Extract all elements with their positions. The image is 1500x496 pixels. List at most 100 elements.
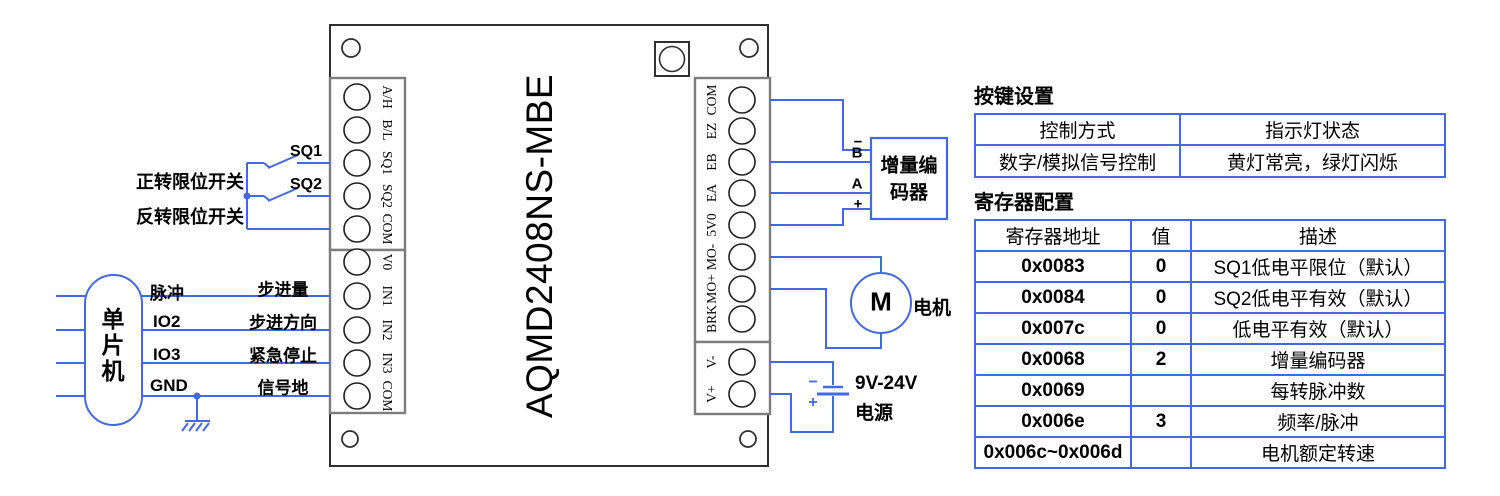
cell-register-value: 3 [1130,405,1192,438]
pin-label-com3: COM [704,84,719,116]
col-header-description: 描述 [1190,219,1446,252]
register-config-title: 寄存器配置 [974,192,1074,214]
battery-icon [809,380,849,406]
junction-dot-sq2 [243,192,251,200]
pin-label-bl: B/L [380,119,395,141]
encoder-terminal-plus: + [853,195,863,213]
terminal-pin [728,86,756,114]
pin-label-in1: IN1 [380,285,395,307]
power-label-line2: 电源 [855,403,894,424]
label-forward-limit-switch: 正转限位开关 [136,172,244,192]
cell-register-address: 0x0069 [974,374,1132,407]
cell-register-address: 0x006e [974,405,1132,438]
table-row: 0x0069 每转脉冲数 [974,374,1446,407]
pin-label-sq2: SQ2 [380,183,395,209]
terminal-pin [728,348,756,376]
mounting-hole-top-right [739,38,759,58]
cell-register-value: 0 [1130,281,1192,314]
terminal-pin [343,248,371,276]
cell-control-mode: 数字/模拟信号控制 [974,144,1181,178]
cell-register-value: 0 [1130,312,1192,345]
setup-button-icon[interactable] [654,41,690,77]
col-header-register-address: 寄存器地址 [974,219,1132,252]
terminal-pin [343,149,371,177]
table-row: 0x006c~0x006d 电机额定转速 [974,436,1446,469]
motor-symbol: M [870,286,892,317]
wire-motor-bottom [770,288,882,349]
terminal-pin [728,275,756,303]
mounting-hole-top-left [341,38,361,58]
label-sq2: SQ2 [289,176,323,193]
mounting-hole-bottom-left [341,430,359,448]
table-row: 0x0084 0 SQ2低电平有效（默认） [974,281,1446,314]
cell-register-address: 0x006c~0x006d [974,436,1132,469]
label-reverse-limit-switch: 反转限位开关 [136,207,244,227]
pin-label-v0: V0 [380,253,395,271]
encoder-terminal-minus: − [853,133,863,151]
cell-register-description: 增量编码器 [1190,343,1446,376]
terminal-pin [343,382,371,410]
cell-register-description: 低电平有效（默认） [1190,312,1446,345]
terminal-pin [343,282,371,310]
terminal-pin [343,182,371,210]
pin-label-ah: A/H [380,85,395,109]
mcu-stub-lines [56,295,85,397]
pin-label-5v0: 5V0 [704,213,719,237]
pin-label-com2: COM [380,380,395,412]
terminal-pin [728,179,756,207]
pin-label-ea: EA [704,184,719,202]
cell-register-description: 频率/脉冲 [1190,405,1446,438]
label-emergency-stop: 紧急停止 [249,346,317,366]
key-settings-title: 按键设置 [974,86,1054,108]
mcu-pin-io2: IO2 [153,312,181,331]
terminal-pin [728,148,756,176]
wire-encoder-plus [770,208,871,226]
col-header-indicator-state: 指示灯状态 [1179,113,1446,146]
encoder-terminal-b: B [851,144,863,162]
encoder-label-line2: 码器 [889,182,929,204]
pin-label-v-minus: V- [704,355,719,369]
motor-circle-icon [850,272,912,334]
board-title: AQMD2408NS-MBE [519,73,560,419]
mounting-hole-bottom-right [739,430,757,448]
mcu-label: 单片机 [101,306,125,384]
label-signal-ground: 信号地 [257,378,309,398]
cell-indicator-state: 黄灯常亮，绿灯闪烁 [1179,144,1446,178]
cell-register-value [1130,436,1192,469]
motor-label: 电机 [913,298,952,319]
pin-label-eb: EB [704,153,719,171]
terminal-pin [343,349,371,377]
pin-label-mo-plus: MO+ [704,274,719,304]
mcu-pin-io3: IO3 [153,345,181,364]
terminal-pin [343,83,371,111]
label-step-amount: 步进量 [257,280,309,300]
wire-power-minus [770,361,834,385]
pin-label-in3: IN3 [380,352,395,374]
cell-register-description: SQ1低电平限位（默认） [1190,250,1446,283]
encoder-label-line1: 增量编 [880,155,938,177]
col-header-control-mode: 控制方式 [974,113,1181,146]
mcu-capsule [84,274,143,426]
switch-sq1-icon [247,154,330,169]
register-config-table: 寄存器地址 值 描述 0x0083 0 SQ1低电平限位（默认） 0x0084 … [974,219,1446,469]
mcu-pin-pulse: 脉冲 [150,284,184,303]
cell-register-value [1130,374,1192,407]
terminal-pin [728,117,756,145]
cell-register-address: 0x007c [974,312,1132,345]
ground-icon [181,392,210,432]
wire-motor-top [770,256,882,274]
terminal-pin [728,243,756,271]
key-settings-table: 控制方式 指示灯状态 数字/模拟信号控制 黄灯常亮，绿灯闪烁 [974,113,1446,178]
cell-register-address: 0x0084 [974,281,1132,314]
mcu-pin-gnd: GND [150,376,188,395]
wire-power-plus [770,393,834,433]
terminal-pin [343,215,371,243]
pin-label-sq1: SQ1 [380,150,395,176]
cell-register-description: 每转脉冲数 [1190,374,1446,407]
cell-register-address: 0x0083 [974,250,1132,283]
cell-register-value: 2 [1130,343,1192,376]
cell-register-value: 0 [1130,250,1192,283]
table-row: 0x007c 0 低电平有效（默认） [974,312,1446,345]
